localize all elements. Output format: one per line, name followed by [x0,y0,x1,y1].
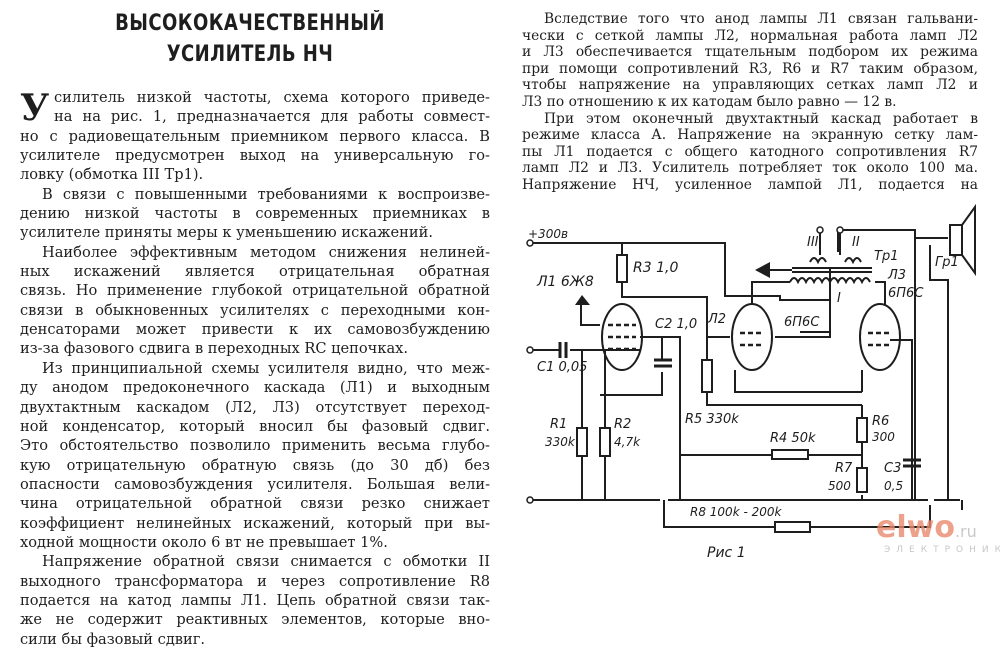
text-line: но с радиовещательным приемником первого… [20,127,490,145]
text-line: из-за фазового сдвига в переходных RC це… [20,340,409,358]
label-c2: C2 1,0 [655,317,697,332]
text-line: опасности самовозбуждения усилителя. Бол… [20,475,490,493]
text-line: на на рис. 1, предназначается для работы… [54,108,490,126]
label-l3: Л3 [887,268,906,283]
text-line: ду анодом предоконечного каскада (Л1) и … [20,379,490,397]
resistors [576,254,868,533]
left-column-text: У силитель низкой частоты, схема которог… [20,88,490,649]
text-line: ходной мощности около 6 вт не превышает … [20,533,388,551]
label-r2: R2 [614,417,631,432]
text-line: ной конденсатор, который вносил бы фазов… [20,417,490,435]
text-line: подается на катод лампы Л1. Цепь обратно… [20,591,490,609]
text-line: при помощи сопротивлений R3, R6 и R7 так… [522,60,978,77]
amplifier-schematic: +300в Л1 6Ж8 R3 1,0 C2 1,0 C1 0,05 Л2 6П… [526,203,976,561]
label-c3-value: 0,5 [884,479,903,493]
text-line: При этом оконечный двухтактный каскад ра… [544,110,978,127]
text-line: пы Л1 подается с общего катодного сопрот… [522,143,978,160]
title-line-2: УСИЛИТЕЛЬ НЧ [166,42,334,67]
text-line: кую отрицательную обратную связь (до 30 … [20,456,490,474]
label-l3-type: 6П6С [888,286,924,301]
label-l2: Л2 [707,312,726,327]
output-transformer [770,257,872,285]
text-line: Это обстоятельство позволило применить в… [20,437,490,455]
text-line: денсаторами может привести к их самовозб… [20,321,490,339]
text-line: же не содержит реактивных элементов, кот… [20,611,490,629]
schematic-wires [530,229,963,528]
label-winding-3: III [807,235,819,250]
text-line: Вследствие того что анод лампы Л1 связан… [544,11,978,27]
label-r2-value: 4,7k [614,435,641,449]
ground-icon [575,295,590,305]
text-line: связи в обыкновенных усилителях с перехо… [20,301,490,319]
label-r6-value: 300 [872,430,895,444]
tube-l3 [859,303,901,371]
speaker-icon [949,203,976,277]
terminals [526,226,844,504]
article-title: ВЫСОКОКАЧЕСТВЕННЫЙ УСИЛИТЕЛЬ НЧ [94,8,406,70]
label-r1: R1 [550,417,567,432]
text-line: ловку (обмотка III Тр1). [20,166,204,184]
text-line: чески с сеткой лампы Л2, нормальная рабо… [522,27,978,44]
text-line: усилителе предусмотрен выход на универса… [20,147,490,165]
text-line: чтобы напряжение на управляющих сетках л… [522,77,978,94]
label-winding-1: I [837,291,841,306]
label-r5: R5 330k [685,412,739,427]
label-c3: C3 [884,461,901,476]
label-r6: R6 [872,414,889,429]
capacitors [558,342,921,468]
text-line: Наиболее эффективным методом снижения не… [42,243,490,261]
right-column-text: Вследствие того что анод лампы Л1 связан… [522,11,978,194]
text-line: усилителе приняты меры к уменьшению иска… [20,224,433,242]
text-line: Из принципиальной схемы усилителя видно,… [42,359,490,377]
label-l2-type: 6П6С [784,315,820,330]
tube-l1 [601,303,643,371]
text-line: Л3 по отношению к их катодам было равно … [522,93,897,110]
text-line: связь. Но применение глубокой отрицатель… [20,282,490,300]
watermark-subtitle: ЭЛЕКТРОНИКА [884,545,1000,555]
text-line: коэффициент нелинейных искажений, которы… [20,514,490,532]
text-line: чина отрицательной обратной связи резко … [20,495,490,513]
label-r7-value: 500 [828,479,851,493]
title-line-1: ВЫСОКОКАЧЕСТВЕННЫЙ [115,11,385,36]
label-l1: Л1 6Ж8 [536,274,594,290]
text-line: ламп Л2 и Л3. Усилитель потребляет ток о… [522,160,978,177]
text-line: режиме класса А. Напряжение на экранную … [522,127,978,144]
label-speaker: Гр1 [935,255,959,270]
text-line: двухтактным каскадом (Л2, Л3) отсутствуе… [20,398,490,416]
tube-grids [608,323,892,351]
label-supply: +300в [528,227,568,241]
text-line: сили бы фазовый сдвиг. [20,630,206,648]
label-r4: R4 50k [770,431,816,446]
text-line: Напряжение НЧ, усиленное лампой Л1, пода… [522,176,978,193]
tube-l2 [731,303,773,371]
text-line: дению низкой частоты в современных прием… [20,205,490,223]
label-c1: C1 0,05 [537,360,587,375]
watermark-logo: elwo.ru [876,510,977,545]
ground-icon [755,262,770,278]
label-winding-2: II [852,235,860,250]
text-line: В связи с повышенными требованиями к вос… [42,185,490,203]
text-line: ных искажений является отрицательная обр… [20,263,490,281]
label-transformer: Тр1 [874,249,898,264]
label-r7: R7 [835,461,853,476]
text-line: и Л3 обеспечивается тщательным подбором … [522,44,978,61]
drop-cap: У [20,87,50,129]
label-r3: R3 1,0 [633,260,678,276]
label-r8: R8 100k - 200k [690,505,783,519]
text-line: Напряжение обратной связи снимается с об… [42,553,490,571]
text-line: выходного трансформатора и через сопроти… [20,572,490,590]
text-line: силитель низкой частоты, схема которого … [54,89,490,106]
figure-caption: Рис 1 [707,545,746,561]
label-r1-value: 330k [545,435,576,449]
